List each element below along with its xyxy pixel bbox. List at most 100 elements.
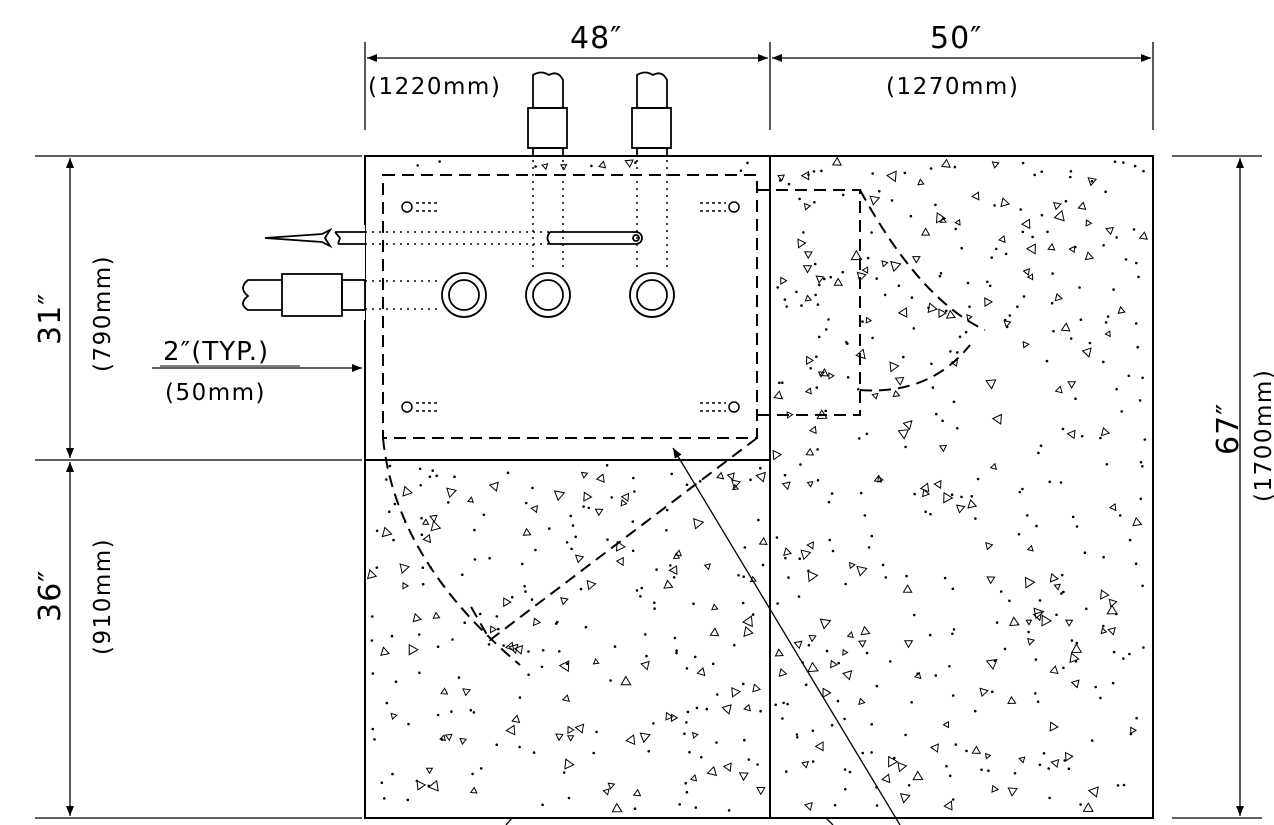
stipple-dot [944,309,948,313]
stipple-triangle [986,576,996,585]
stipple-triangle [620,492,630,502]
top-right-dim-inches: 50″ [930,21,982,56]
stipple-dot [866,256,870,260]
stipple-dot [394,680,398,684]
stipple-dot [988,284,992,288]
stipple-triangle [466,496,475,503]
stipple-triangle [902,584,913,593]
stipple-dot [823,277,826,281]
stipple-triangle [752,683,762,693]
stipple-triangle [873,474,883,483]
stipple-dot [633,807,637,811]
stipple-triangle [1047,242,1056,251]
stipple-dot [816,448,819,451]
stipple-triangle [522,527,532,536]
equipment-pit [382,174,986,666]
stipple-triangle [489,625,498,634]
stipple-dot [890,199,894,202]
stipple-dot [1122,657,1125,660]
stipple-dot [785,770,788,773]
stipple-dot [782,701,785,705]
stipple-triangle [583,491,593,502]
stipple-triangle [668,565,678,576]
stipple-dot [692,602,695,606]
stipple-dot [820,169,823,173]
stipple-dot [1055,613,1058,617]
stipple-triangle [945,309,956,319]
stipple-triangle [991,161,1000,169]
stipple-triangle [592,658,600,665]
stipple-triangle [902,420,913,431]
stipple-triangle [422,533,432,544]
stipple-dot [1034,692,1037,695]
stipple-dot [825,328,828,331]
stipple-triangle [897,429,910,440]
stipple-dot [686,710,690,714]
stipple-dot [506,471,510,475]
stipple-dot [1019,208,1023,211]
stipple-dot [800,304,803,307]
stipple-triangle [1026,544,1034,552]
stipple-dot [1141,465,1144,468]
stipple-dot [927,306,930,310]
stipple-dot [1106,315,1110,318]
stipple-dot [1142,169,1145,173]
stipple-dot [1088,341,1092,345]
stipple-dot [1039,444,1043,448]
stipple-dot [428,475,432,479]
stipple-dot [373,738,376,741]
stipple-dot [510,595,514,599]
stipple-triangle [1064,751,1074,762]
stipple-dot [685,667,689,670]
stipple-dot [931,386,935,389]
stipple-dot [829,275,833,279]
stipple-dot [450,710,453,713]
stipple-dot [678,803,682,806]
stipple-triangle [1082,802,1094,812]
stipple-dot [761,563,765,567]
stipple-dot [787,182,791,186]
stipple-dot [804,683,808,687]
stipple-triangle [817,371,826,378]
stipple-dot [1113,160,1117,163]
outlet-1 [441,272,487,318]
stipple-dot [951,694,955,697]
stipple-dot [380,781,384,785]
anchor-bolt-tl [401,201,413,213]
stipple-triangle [693,518,705,530]
stipple-dot [907,784,911,787]
stipple-dot [954,743,958,746]
stipple-dot [865,432,869,436]
stipple-dot [640,586,644,590]
right-total-dim-inches: 67″ [1211,403,1246,455]
stipple-dot [393,502,397,506]
stipple-triangle [505,724,516,736]
stipple-dot [956,351,959,354]
stipple-dot [825,649,829,653]
stipple-dot [913,613,916,617]
stipple-triangle [1060,322,1071,332]
stipple-dot [951,632,954,636]
right-total-dim-mm: (1700mm) [1251,369,1274,502]
stipple-dot [970,495,974,498]
stipple-dot [1021,487,1024,491]
stipple-dot [1102,555,1105,559]
stipple-dot [1102,360,1105,364]
stipple-dot [1031,235,1034,239]
stipple-dot [737,574,740,577]
stipple-dot [447,501,450,504]
stipple-dot [934,203,937,207]
stipple-triangle [663,579,674,589]
stipple-triangle [429,514,438,523]
stipple-dot [1021,230,1025,234]
stipple-dot [1050,301,1054,305]
stipple-triangle [640,660,650,671]
stipple-dot [683,732,686,736]
stipple-dot [383,797,386,800]
stipple-triangle [985,379,997,390]
stipple-triangle [911,256,921,264]
stipple-triangle [1033,607,1045,620]
stipple-dot [1074,660,1078,663]
stipple-dot [1060,592,1063,595]
stipple-triangle [756,786,766,796]
